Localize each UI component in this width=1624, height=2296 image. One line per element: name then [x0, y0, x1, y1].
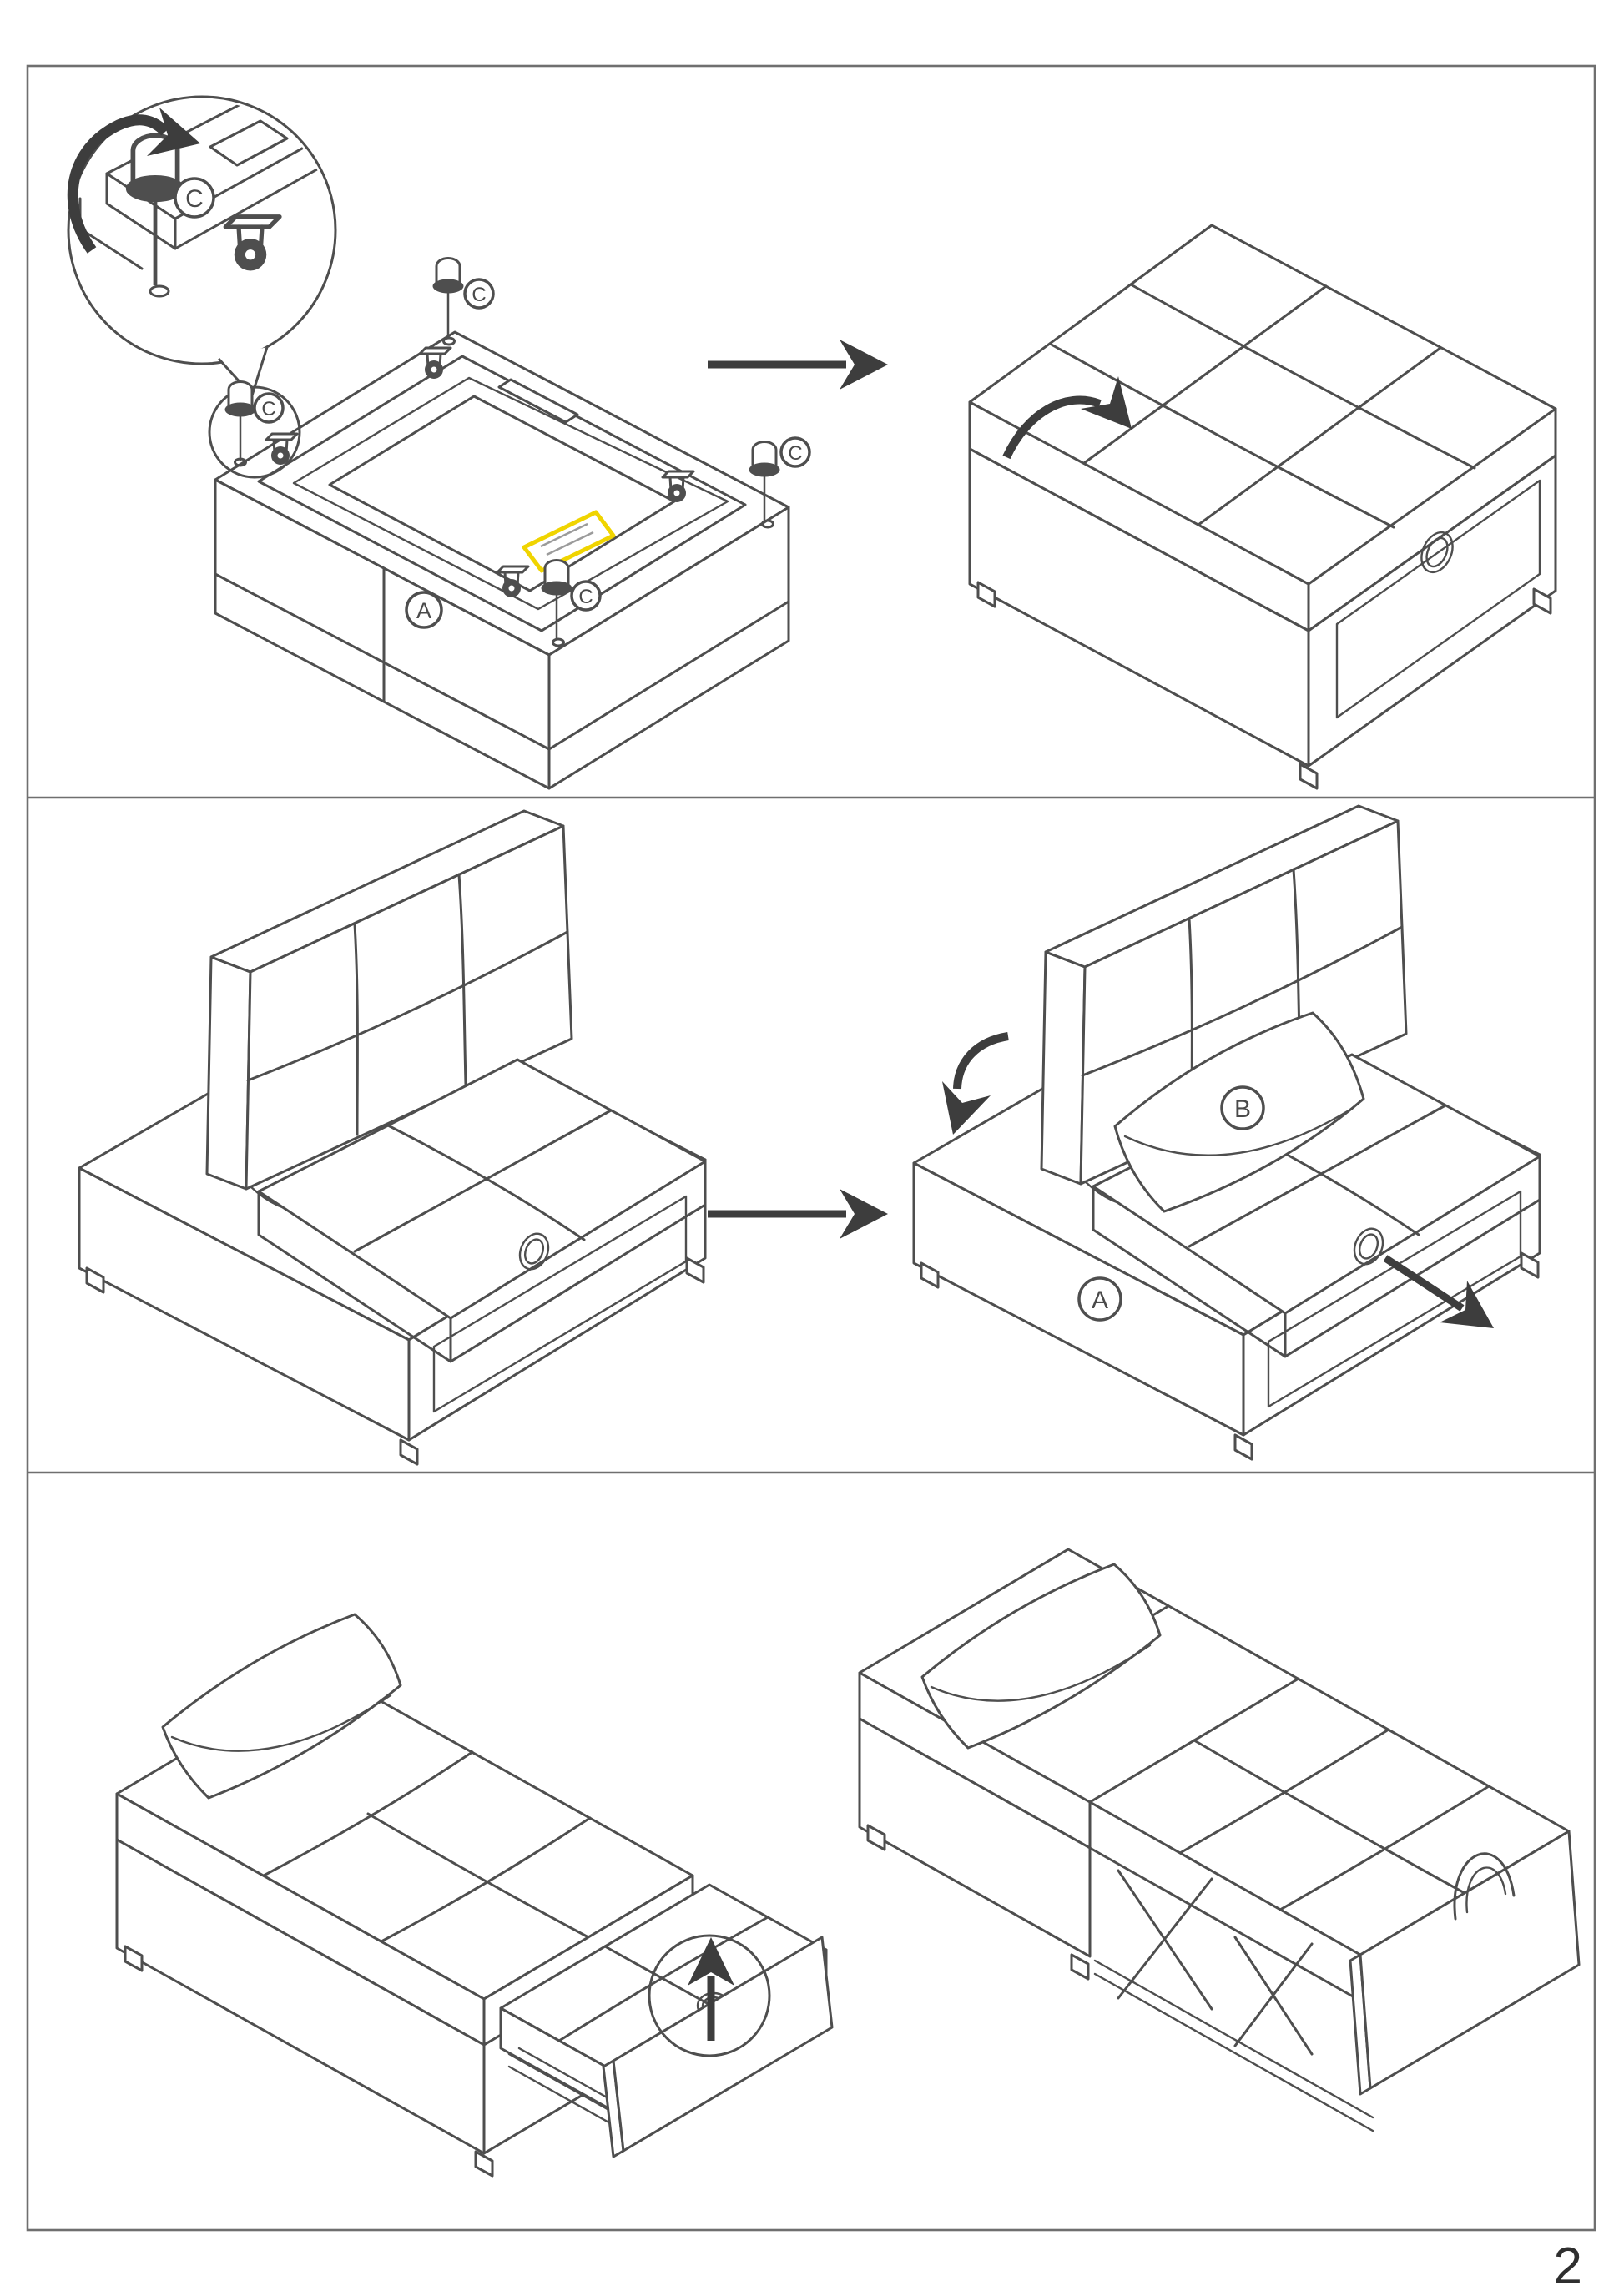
label-circle-c [779, 436, 811, 468]
next-step-arrow [708, 340, 888, 390]
label-circle-c [570, 580, 602, 612]
page-number: 2 [1554, 2238, 1582, 2295]
fold-down-arrow-icon [942, 1032, 1009, 1135]
foot-part [224, 380, 257, 462]
part-label-a: A [416, 598, 431, 623]
part-label-b: B [1234, 1095, 1251, 1123]
part-label-c: C [472, 284, 486, 306]
part-label-c: C [578, 586, 593, 608]
label-circle-c [253, 392, 285, 424]
part-label-a: A [1092, 1286, 1108, 1314]
foot-part [431, 257, 465, 339]
part-label-c: C [788, 442, 802, 465]
page-border [26, 64, 1596, 2232]
next-step-arrow [708, 1189, 888, 1239]
scissor-legs [1093, 1869, 1374, 2132]
pull-drawer-arrow-icon [1383, 1255, 1494, 1328]
flipped-ottoman-drawing [968, 224, 1557, 790]
inverted-base-drawing: C C C A [214, 257, 811, 790]
drawer-front-board [612, 1936, 834, 2152]
lounger-with-trundle-drawing [115, 1613, 834, 2178]
warning-label [522, 510, 616, 573]
lift-highlight-circle [648, 1934, 771, 2057]
trundle-drawer [499, 1883, 834, 2158]
label-circle-b [1220, 1085, 1265, 1130]
drawer-handle-ring [1420, 531, 1454, 574]
pillow-part [161, 1613, 402, 1800]
rotate-arrow-icon [67, 108, 200, 254]
trundle-end-board [1359, 1830, 1581, 2090]
part-label-c: C [185, 185, 204, 213]
label-circle-a [405, 591, 443, 629]
support-rail [1093, 1959, 1374, 2132]
corner-highlight-circle [208, 385, 301, 479]
step-3-panel [115, 1548, 1581, 2178]
label-circle-c [174, 177, 215, 219]
step-2-panel: B A [79, 806, 1540, 1464]
label-circle-a [1077, 1276, 1122, 1322]
pull-strap-handle [1453, 1852, 1516, 1921]
zoom-detail-circle: C [67, 95, 337, 365]
step-1-panel: C C C A C [67, 95, 1557, 790]
drawer-front-outline [1335, 479, 1541, 719]
part-label-c: C [261, 398, 275, 420]
flip-arrow-icon [1002, 376, 1132, 460]
pillow-part [920, 1563, 1162, 1750]
extended-bed-drawing [858, 1548, 1581, 2132]
label-circle-c [463, 278, 495, 310]
chair-upright-drawing [79, 811, 705, 1464]
lift-up-arrow-icon [688, 1937, 734, 2041]
